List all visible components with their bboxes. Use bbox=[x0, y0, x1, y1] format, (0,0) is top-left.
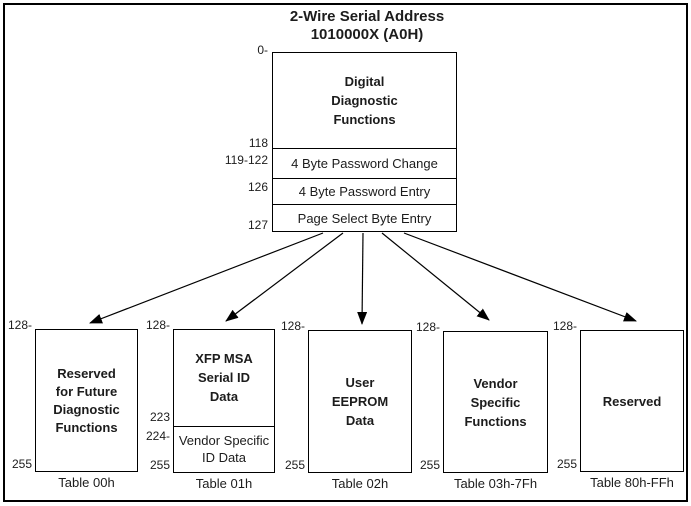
table-00h-line3: Diagnostic bbox=[53, 401, 120, 417]
table-01h-224-label: 224- bbox=[145, 429, 170, 443]
byte-label-126: 126 bbox=[247, 180, 268, 194]
table-01h-line2: Serial ID bbox=[197, 370, 251, 386]
digital-diagnostic-line3: Functions bbox=[333, 112, 396, 127]
table-02h-line3: Data bbox=[345, 413, 375, 428]
table-03h-line1: Vendor bbox=[473, 375, 518, 391]
table-01h-sub-line1: Vendor Specific bbox=[178, 432, 270, 448]
table-01h-223-label: 223 bbox=[149, 410, 170, 424]
table-00h-top-label: 128- bbox=[7, 318, 32, 332]
table-02h-caption: Table 02h bbox=[331, 476, 389, 491]
table-00h-caption: Table 00h bbox=[58, 475, 115, 490]
table-00h-line4: Functions bbox=[55, 419, 118, 435]
table-02h-line1: User bbox=[345, 375, 375, 390]
table-00h-text: Reserved for Future Diagnostic Functions bbox=[36, 330, 137, 471]
outer-frame bbox=[3, 3, 688, 502]
table-02h-box: 128- 255 User EEPROM Data Table 02h bbox=[281, 320, 412, 491]
table-00h-line1: Reserved bbox=[57, 365, 116, 381]
table-01h-serial-id-section: XFP MSA Serial ID Data bbox=[174, 330, 274, 426]
table-03h-7fh-box: 128- 255 Vendor Specific Functions Table… bbox=[416, 321, 548, 491]
table-01h-box: 128- 223 224- 255 XFP MSA Serial ID Data… bbox=[146, 319, 275, 491]
table-02h-bottom-label: 255 bbox=[284, 458, 305, 472]
diagram-title-line2: 1010000X (A0H) bbox=[310, 26, 424, 43]
byte-label-119-122: 119-122 bbox=[224, 153, 268, 167]
table-01h-caption: Table 01h bbox=[195, 476, 253, 491]
byte-label-0: 0- bbox=[257, 43, 268, 57]
address-map-box: Digital Diagnostic Functions 4 Byte Pass… bbox=[272, 52, 457, 232]
table-03h-caption: Table 03h-7Fh bbox=[453, 476, 538, 491]
table-80h-bottom-label: 255 bbox=[556, 457, 577, 471]
digital-diagnostic-line2: Diagnostic bbox=[331, 93, 398, 108]
table-01h-sub-line2: ID Data bbox=[201, 449, 247, 465]
table-00h-bottom-label: 255 bbox=[11, 457, 32, 471]
table-01h-line1: XFP MSA bbox=[195, 351, 253, 367]
digital-diagnostic-line1: Digital bbox=[344, 74, 385, 89]
diagram-title-line1: 2-Wire Serial Address bbox=[289, 8, 445, 25]
digital-diagnostic-section: Digital Diagnostic Functions bbox=[273, 53, 456, 148]
table-03h-bottom-label: 255 bbox=[419, 458, 440, 472]
password-change-row: 4 Byte Password Change bbox=[273, 148, 456, 178]
table-80h-text: Reserved bbox=[581, 331, 683, 471]
table-03h-text: Vendor Specific Functions bbox=[444, 332, 547, 472]
table-80h-top-label: 128- bbox=[552, 319, 577, 333]
table-03h-line3: Functions bbox=[464, 413, 527, 429]
table-80h-ffh-box: 128- 255 Reserved Table 80h-FFh bbox=[553, 320, 684, 490]
table-01h-bottom-label: 255 bbox=[149, 458, 170, 472]
diagram-title: 2-Wire Serial Address 1010000X (A0H) bbox=[187, 8, 547, 44]
byte-label-127: 127 bbox=[247, 218, 268, 232]
table-00h-box: 128- 255 Reserved for Future Diagnostic … bbox=[8, 319, 138, 490]
table-03h-top-label: 128- bbox=[415, 320, 440, 334]
byte-label-118: 118 bbox=[248, 136, 268, 150]
table-01h-vendor-specific-section: Vendor Specific ID Data bbox=[174, 425, 274, 471]
table-02h-line2: EEPROM bbox=[331, 394, 389, 409]
table-00h-line2: for Future bbox=[55, 383, 118, 399]
table-03h-line2: Specific bbox=[470, 394, 521, 410]
table-02h-text: User EEPROM Data bbox=[309, 331, 411, 472]
table-01h-top-label: 128- bbox=[145, 318, 170, 332]
password-entry-row: 4 Byte Password Entry bbox=[273, 178, 456, 204]
table-80h-line1: Reserved bbox=[602, 393, 662, 409]
page-select-row: Page Select Byte Entry bbox=[273, 204, 456, 231]
table-80h-caption: Table 80h-FFh bbox=[590, 475, 674, 490]
table-01h-line3: Data bbox=[209, 389, 239, 405]
table-02h-top-label: 128- bbox=[280, 319, 305, 333]
